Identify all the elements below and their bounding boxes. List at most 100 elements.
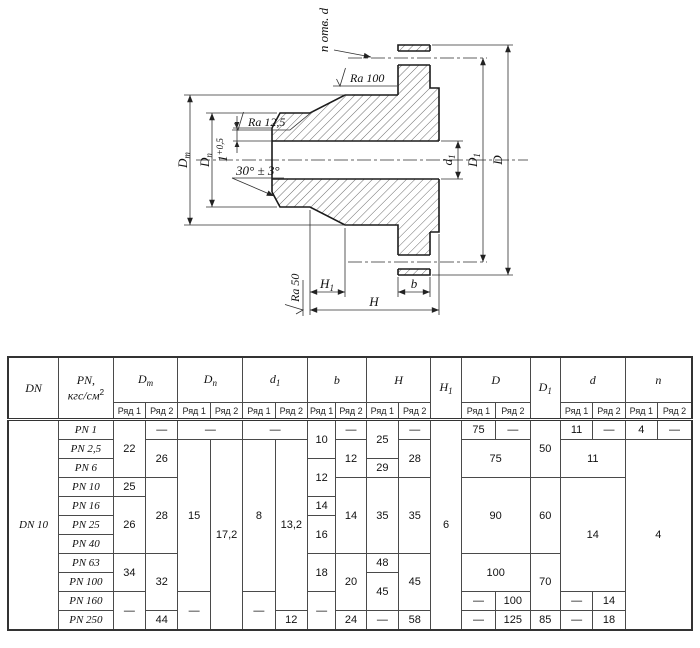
table-cell: 17,2 xyxy=(209,439,244,631)
table-cell: 29 xyxy=(365,458,400,478)
table-cell: — xyxy=(495,419,531,440)
table-cell: 32 xyxy=(145,553,179,611)
dim-label-dm: Dm xyxy=(175,152,192,169)
table-row: PN 160—————100—14 xyxy=(8,591,692,631)
table-cell: PN 250 xyxy=(58,610,114,631)
series-header: Ряд 1 xyxy=(559,402,594,420)
table-cell: — xyxy=(460,610,497,631)
series-header: Ряд 1 xyxy=(112,402,147,420)
table-cell: 48 xyxy=(365,553,400,573)
col-header-pn: PN,кгс/см2 xyxy=(58,356,114,420)
table-cell: 22 xyxy=(112,419,147,478)
table-cell: 16 xyxy=(306,515,337,554)
series-header: Ряд 2 xyxy=(145,402,179,420)
table-cell: — xyxy=(398,419,432,440)
table-cell: 12 xyxy=(274,610,308,631)
table-cell: 28 xyxy=(398,439,432,478)
table-cell: 25 xyxy=(112,477,147,497)
table-cell: 11 xyxy=(559,439,626,478)
table-cell: 25 xyxy=(365,419,400,459)
table-cell: 6 xyxy=(430,419,462,631)
table-cell: 125 xyxy=(495,610,531,631)
table-cell: 34 xyxy=(112,553,147,592)
svg-text:Ra 50: Ra 50 xyxy=(288,274,302,303)
section-hatching xyxy=(272,45,439,275)
series-header: Ряд 2 xyxy=(398,402,432,420)
table-cell: PN 40 xyxy=(58,534,114,554)
table-cell: PN 1 xyxy=(58,419,114,440)
table-cell: 10 xyxy=(306,419,337,459)
ra-cone-label: Ra 12,5 xyxy=(247,115,285,129)
col-header-d1: d1 xyxy=(242,356,308,403)
table-cell: PN 10 xyxy=(58,477,114,497)
dim-label-H: H xyxy=(368,294,379,309)
table-cell: 75 xyxy=(460,439,531,478)
table-cell: PN 160 xyxy=(58,591,114,611)
table-cell: 18 xyxy=(306,553,337,592)
col-header-dm: Dm xyxy=(112,356,179,403)
table-cell: PN 63 xyxy=(58,553,114,573)
table-cell: 26 xyxy=(112,496,147,554)
roughness-mark-icon xyxy=(336,67,346,88)
series-header: Ряд 1 xyxy=(624,402,659,420)
col-header-b: b xyxy=(306,356,367,403)
series-header: Ряд 1 xyxy=(460,402,497,420)
table-cell: 45 xyxy=(398,553,432,611)
table-cell: 12 xyxy=(306,458,337,497)
table-cell: — xyxy=(335,419,367,440)
table-cell: — xyxy=(559,591,594,611)
table-cell: — xyxy=(112,591,147,631)
dim-label-d1: d1 xyxy=(440,155,457,166)
col-header-d: D xyxy=(460,356,531,403)
land-dimension-label: 1+0,5 xyxy=(215,138,230,162)
table-cell: 35 xyxy=(398,477,432,554)
table-cell: 50 xyxy=(529,419,561,478)
table-cell: PN 6 xyxy=(58,458,114,478)
dim-label-H1: H1 xyxy=(319,276,334,293)
table-cell: 26 xyxy=(145,439,179,478)
table-cell: 35 xyxy=(365,477,400,554)
table-cell: 12 xyxy=(335,439,367,478)
series-header: Ряд 2 xyxy=(592,402,626,420)
table-cell: — xyxy=(242,591,276,631)
table-cell: 4 xyxy=(624,439,693,631)
flange-section-drawing: Ra 100 Ra 12,5 Ra 50 n отв. d 30° ± 3° 1… xyxy=(175,7,528,316)
table-cell: 90 xyxy=(460,477,531,554)
table-cell: 8 xyxy=(242,439,276,592)
series-header: Ряд 1 xyxy=(242,402,276,420)
table-cell: — xyxy=(365,610,400,631)
series-header: Ряд 1 xyxy=(365,402,400,420)
table-cell: — xyxy=(460,591,497,611)
table-cell: 28 xyxy=(145,477,179,554)
series-header: Ряд 2 xyxy=(209,402,244,420)
series-header: Ряд 1 xyxy=(306,402,337,420)
dim-label-dn: Dn xyxy=(197,153,214,168)
table-cell: 14 xyxy=(592,591,626,611)
series-header: Ряд 1 xyxy=(177,402,211,420)
table-cell: 14 xyxy=(559,477,626,592)
table-cell: 70 xyxy=(529,553,561,611)
table-cell: 11 xyxy=(559,419,594,440)
table-cell: 44 xyxy=(145,610,179,631)
dim-label-D1: D1 xyxy=(465,153,482,168)
col-header-n: n xyxy=(624,356,693,403)
series-header: Ряд 2 xyxy=(657,402,693,420)
table-cell: — xyxy=(242,419,308,440)
table-cell: 4 xyxy=(624,419,659,440)
table-cell: — xyxy=(177,419,244,440)
table-cell: 24 xyxy=(335,610,367,631)
table-cell: PN 100 xyxy=(58,572,114,592)
table-cell: DN 10 xyxy=(7,419,60,631)
series-header: Ряд 2 xyxy=(274,402,308,420)
col-header-d: d xyxy=(559,356,626,403)
table-cell: PN 16 xyxy=(58,496,114,516)
dim-label-D: D xyxy=(490,155,505,166)
table-cell: — xyxy=(592,419,626,440)
col-header-h: H xyxy=(365,356,432,403)
